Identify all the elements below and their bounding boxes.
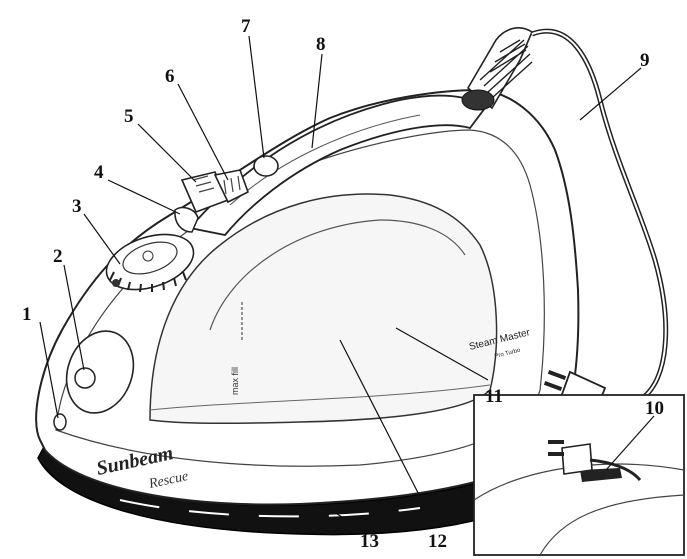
callout-12: 12 — [428, 531, 447, 552]
leader-12 — [339, 339, 437, 529]
leader-1 — [39, 321, 59, 419]
cord-guard — [461, 27, 533, 111]
callout-10: 10 — [645, 398, 664, 419]
callout-13: 13 — [360, 531, 379, 552]
tank-lower-edge — [149, 384, 491, 411]
callout-11: 11 — [485, 386, 503, 407]
callout-8: 8 — [316, 34, 326, 55]
leader-2 — [63, 264, 85, 371]
leader-3 — [83, 213, 121, 265]
spray-button — [174, 206, 199, 233]
callout-2: 2 — [53, 246, 63, 267]
callout-9: 9 — [640, 50, 650, 71]
handle — [188, 94, 487, 236]
self-clean-button — [213, 169, 249, 204]
leader-5 — [137, 123, 197, 183]
leader-6 — [177, 83, 229, 181]
leader-8 — [311, 53, 323, 149]
steam-control-dial — [105, 233, 195, 293]
indicator-light — [253, 155, 279, 177]
cord-inset-box — [473, 394, 685, 556]
leader-13 — [327, 507, 366, 533]
callout-leaders — [39, 35, 655, 533]
fill-inlet-cover — [65, 330, 135, 414]
callout-7: 7 — [241, 16, 251, 37]
water-tank-window — [149, 193, 498, 425]
callout-6: 6 — [165, 66, 175, 87]
leader-10 — [605, 415, 655, 471]
leader-4 — [107, 179, 181, 215]
callout-1: 1 — [22, 304, 32, 325]
callout-4: 4 — [94, 162, 104, 183]
max-fill-mark: max fill — [230, 367, 240, 395]
leader-9 — [579, 67, 642, 121]
spray-nozzle — [53, 413, 67, 431]
leader-11 — [395, 327, 489, 381]
handle-grip-line — [229, 114, 421, 206]
callout-5: 5 — [124, 106, 134, 127]
leader-7 — [248, 35, 265, 159]
callout-3: 3 — [72, 196, 82, 217]
fill-inlet-button — [74, 367, 96, 389]
soleplate-highlight — [119, 499, 421, 518]
tank-inner-curve — [209, 219, 466, 331]
